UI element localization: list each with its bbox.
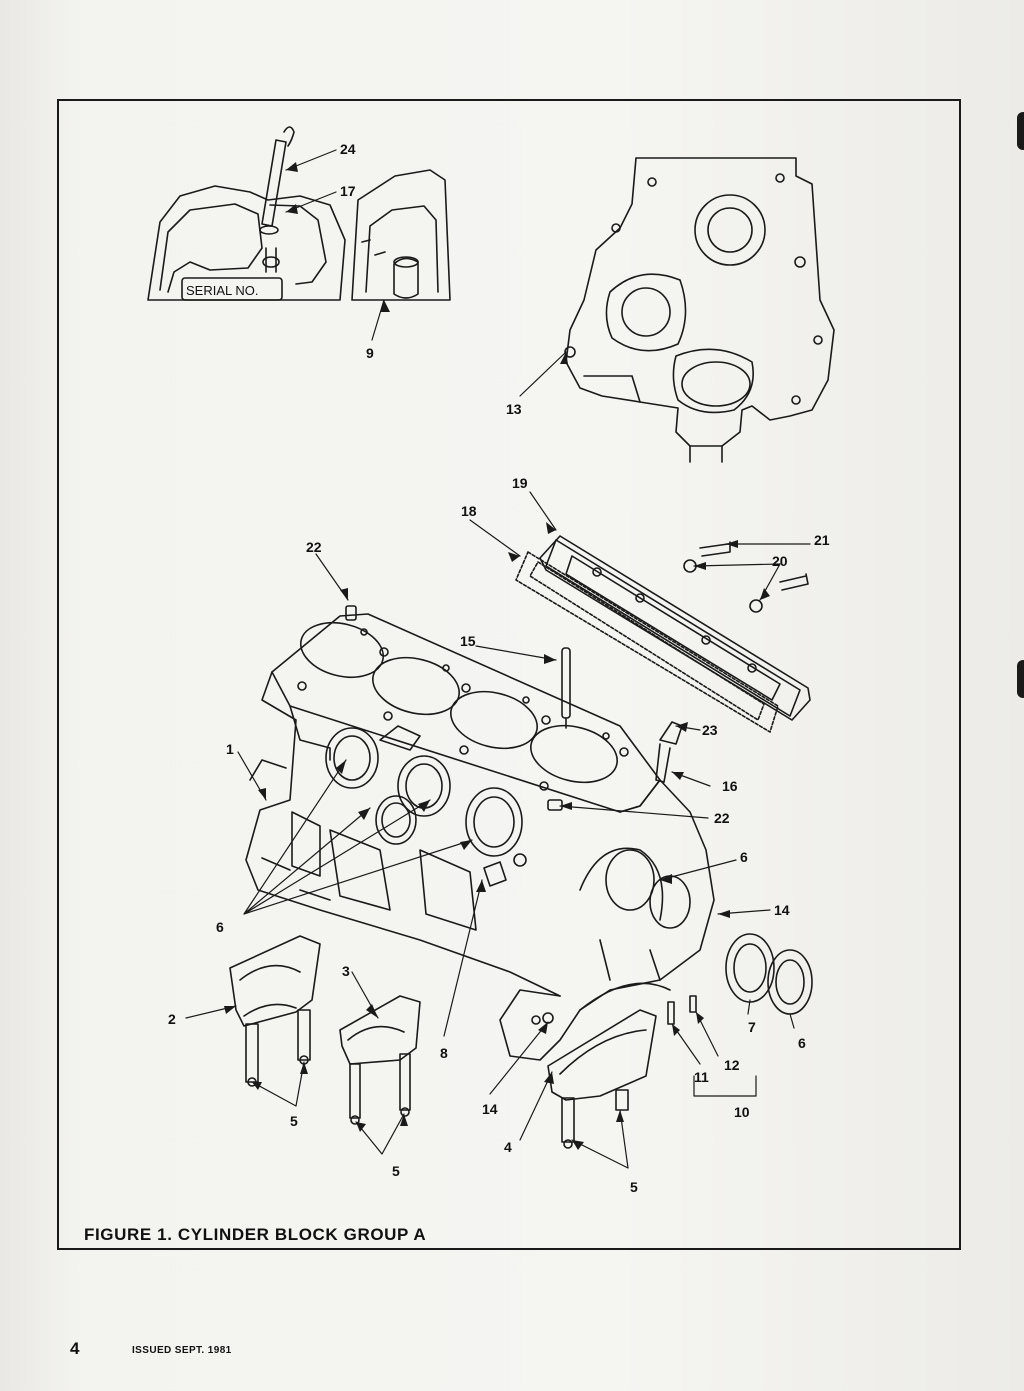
callout-6-seal: 6 <box>798 1035 806 1051</box>
callout-11: 11 <box>694 1069 709 1085</box>
dowel-top <box>345 605 357 621</box>
callout-16: 16 <box>722 778 738 794</box>
callout-12: 12 <box>724 1057 740 1073</box>
callout-3: 3 <box>342 963 350 979</box>
figure-caption: FIGURE 1. CYLINDER BLOCK GROUP A <box>84 1225 427 1244</box>
rear-end-plate <box>564 157 835 463</box>
arrowheads <box>224 162 770 1150</box>
callout-22-top: 22 <box>306 539 322 555</box>
main-bearing-cap-rear <box>547 1009 657 1149</box>
callout-23: 23 <box>702 722 718 738</box>
serial-number-inset <box>147 126 451 301</box>
callout-4: 4 <box>504 1139 512 1155</box>
callout-2: 2 <box>168 1011 176 1027</box>
serial-number-label: SERIAL NO. <box>186 283 258 298</box>
callout-13: 13 <box>506 401 522 417</box>
callout-1: 1 <box>226 741 234 757</box>
stud <box>561 647 571 729</box>
callout-8: 8 <box>440 1045 448 1061</box>
callout-10: 10 <box>734 1104 750 1120</box>
figure-frame <box>57 99 961 1250</box>
callout-5-center: 5 <box>392 1163 400 1179</box>
callout-numbers: 24 17 9 13 19 18 22 21 20 15 1 23 16 22 … <box>168 141 830 1195</box>
callout-19: 19 <box>512 475 528 491</box>
callout-5-left: 5 <box>290 1113 298 1129</box>
page-number: 4 <box>70 1339 80 1358</box>
main-bearing-cap-center <box>339 995 421 1125</box>
tappet-cover <box>539 535 811 721</box>
main-bearing-cap-front <box>229 935 321 1087</box>
hole-punch-bottom <box>1017 660 1024 698</box>
callout-17: 17 <box>340 183 356 199</box>
callout-15: 15 <box>460 633 476 649</box>
hole-punch-top <box>1017 112 1024 150</box>
callout-6-left: 6 <box>216 919 224 935</box>
callout-18: 18 <box>461 503 477 519</box>
tappet-cover-gasket <box>515 551 779 733</box>
callout-14-right: 14 <box>774 902 790 918</box>
callout-24: 24 <box>340 141 356 157</box>
callout-6-right: 6 <box>740 849 748 865</box>
cylinder-block <box>245 613 715 1061</box>
issued-date: ISSUED SEPT. 1981 <box>132 1345 232 1356</box>
callout-7: 7 <box>748 1019 756 1035</box>
cover-screws <box>683 541 809 613</box>
thrust-washers <box>667 995 697 1025</box>
rear-seals <box>725 933 813 1015</box>
leader-lines <box>185 149 811 1169</box>
callout-14-lower: 14 <box>482 1101 498 1117</box>
callout-9: 9 <box>366 345 374 361</box>
callout-5-right: 5 <box>630 1179 638 1195</box>
callout-22-lower: 22 <box>714 810 730 826</box>
callout-21: 21 <box>814 532 830 548</box>
callout-20: 20 <box>772 553 788 569</box>
